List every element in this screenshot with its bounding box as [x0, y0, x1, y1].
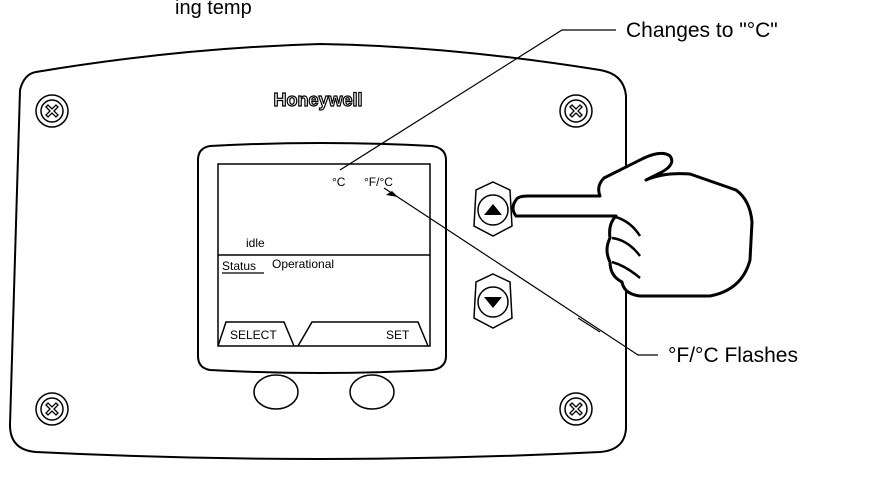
screw-bottom-right [559, 392, 593, 426]
callout-flashes-leader-mid [577, 317, 601, 333]
callout-flashes-leader [383, 187, 658, 356]
pointing-hand-icon [511, 151, 754, 298]
screw-top-left [35, 94, 69, 128]
up-arrow-icon [484, 204, 502, 215]
mode-label: idle [246, 236, 265, 250]
down-button[interactable] [473, 273, 513, 329]
status-label: Status [222, 259, 256, 273]
softkey-select-label: SELECT [230, 328, 277, 342]
top-caption-fragment: ing temp [175, 0, 252, 19]
hand-finger-lines [611, 214, 642, 279]
up-button[interactable] [473, 181, 513, 237]
softkey-set-label: SET [386, 328, 410, 342]
status-value: Operational [272, 257, 334, 271]
callout-changes-text: Changes to "°C" [626, 19, 778, 42]
screw-bottom-left [35, 392, 69, 426]
set-softkey-button[interactable] [349, 374, 395, 410]
callout-flashes-text: °F/°C Flashes [668, 344, 798, 367]
down-arrow-icon [484, 297, 502, 308]
callout-flashes-arrowhead [386, 191, 398, 197]
select-softkey-button[interactable] [253, 374, 299, 410]
softkey-tab-left [217, 321, 295, 347]
softkey-tab-right [297, 321, 429, 347]
callout-changes-leader [339, 29, 616, 171]
screw-top-right [559, 94, 593, 128]
unit-celsius-label: °C [332, 175, 346, 189]
unit-toggle-label: °F/°C [364, 175, 393, 189]
honeywell-logo: Honeywell [273, 90, 362, 110]
